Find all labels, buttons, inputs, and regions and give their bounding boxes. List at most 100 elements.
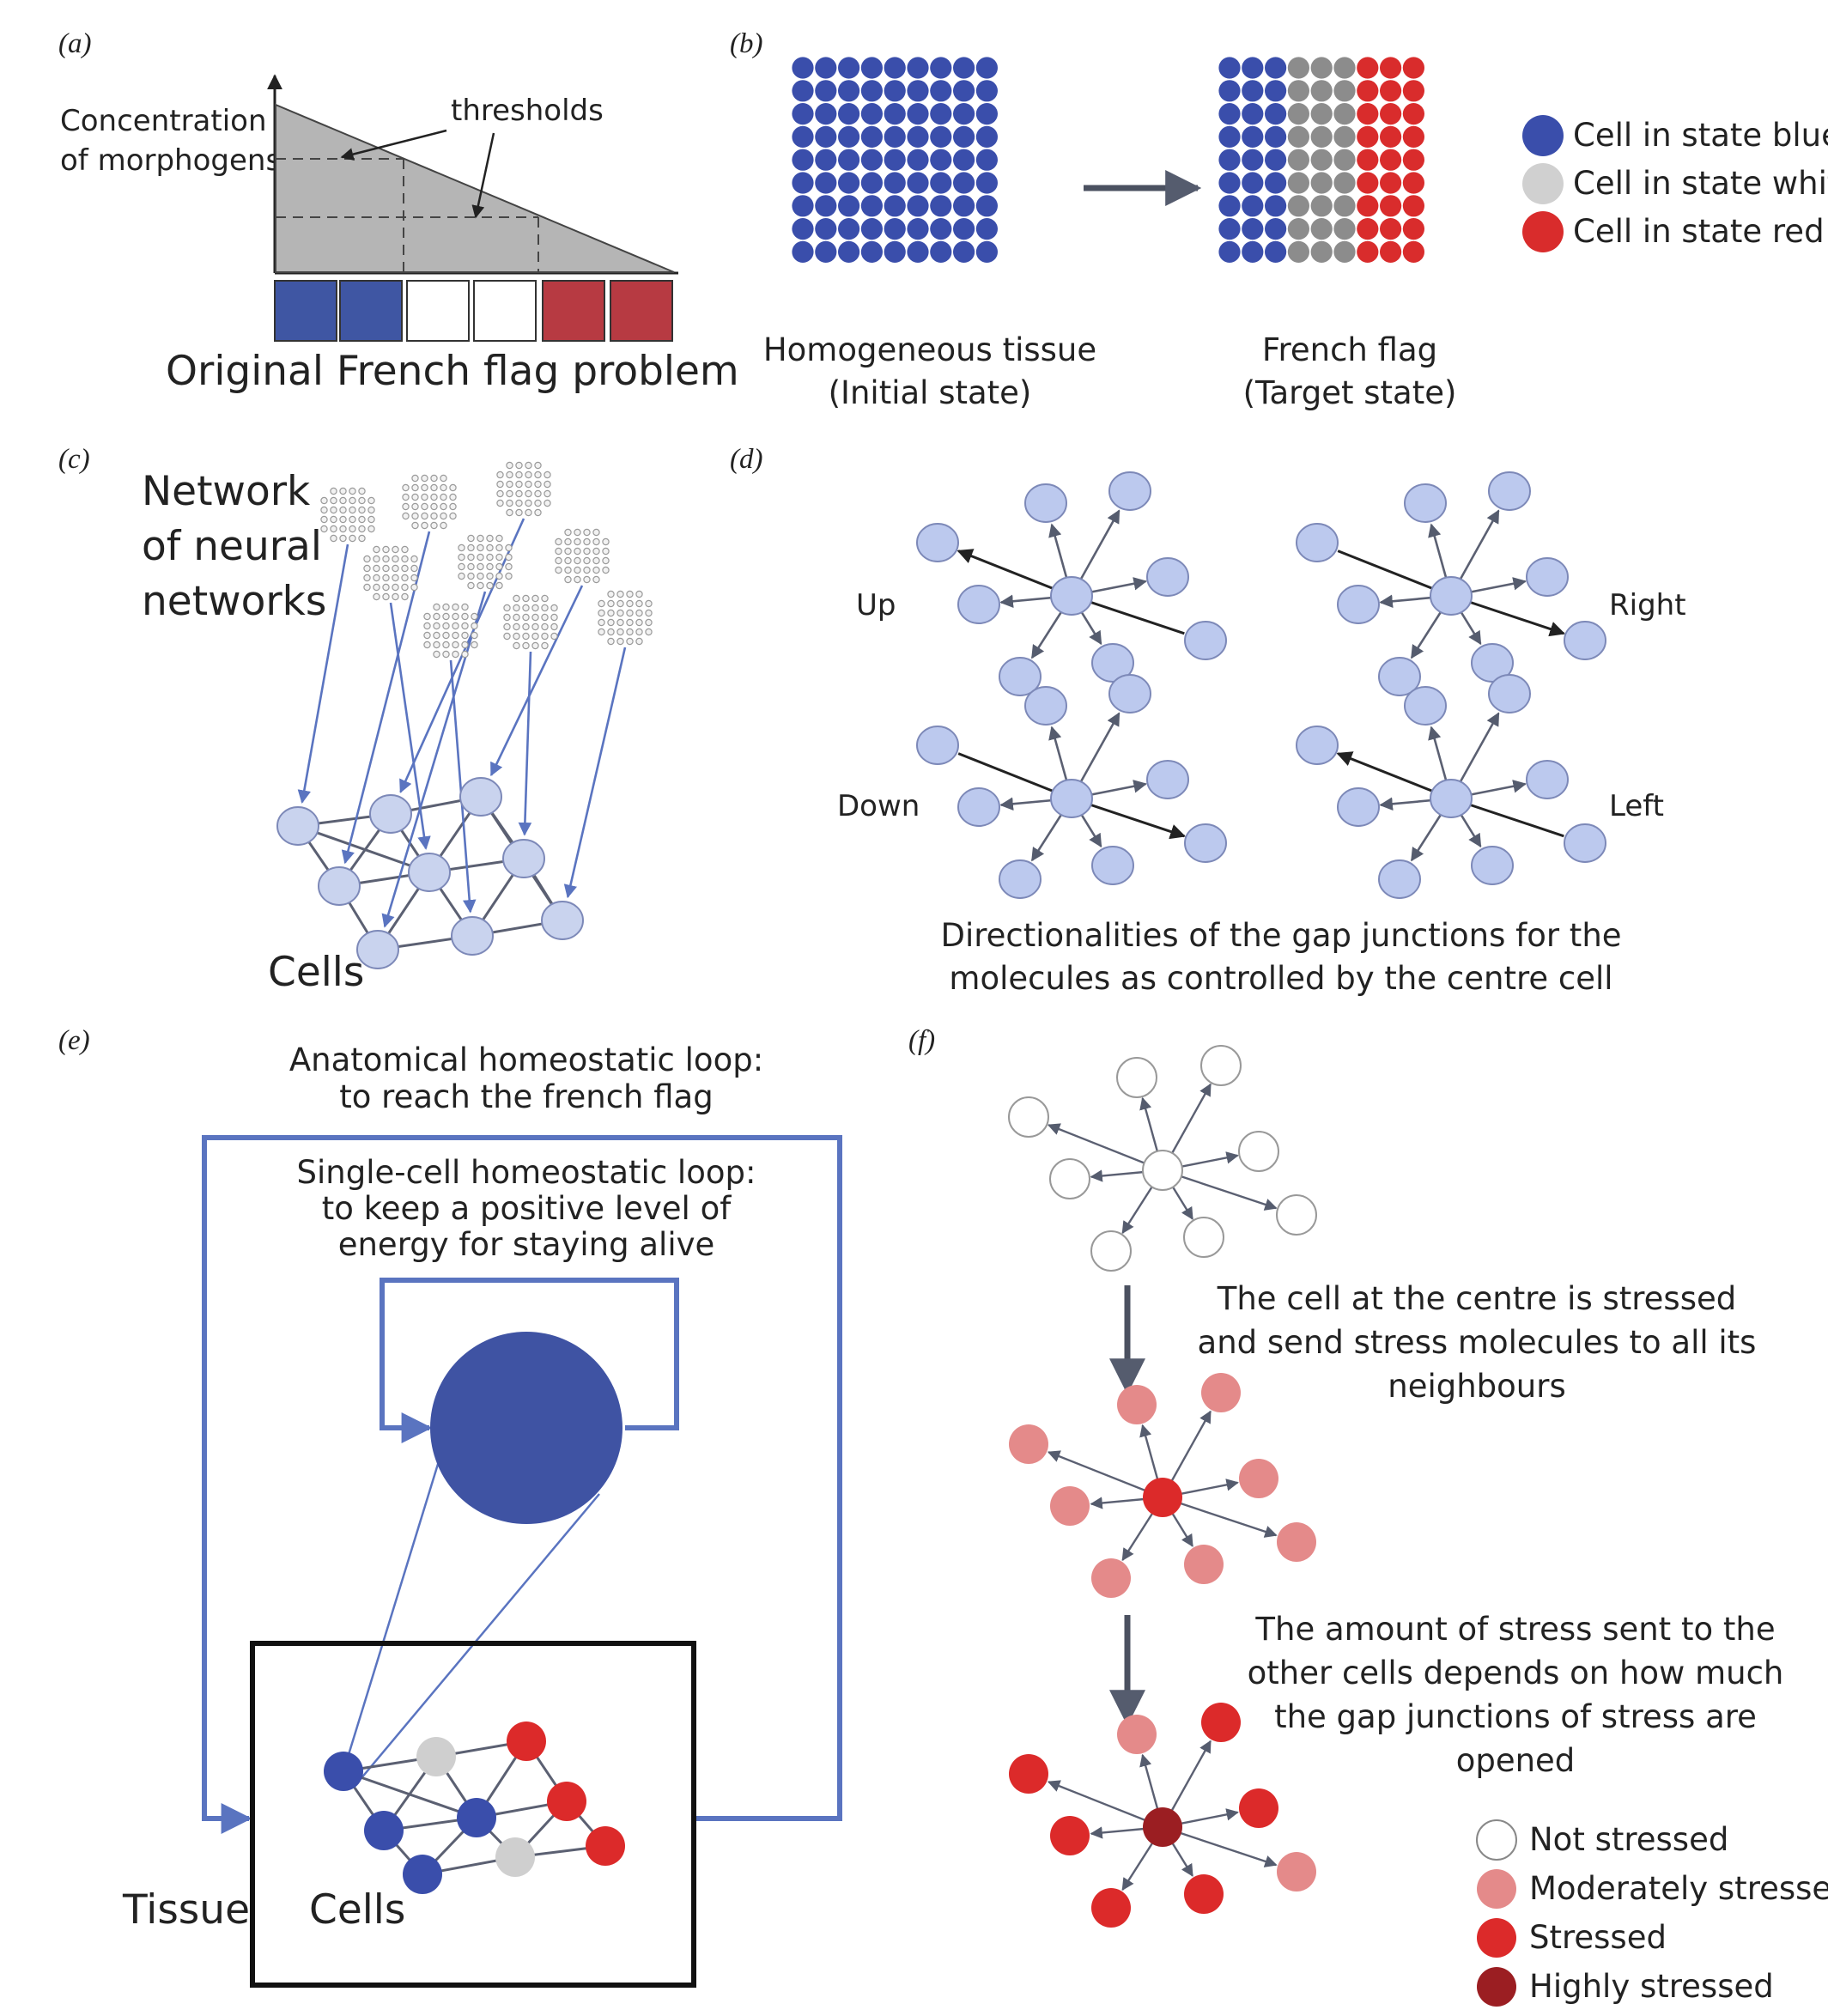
neuron <box>531 594 539 603</box>
neuron <box>555 547 562 556</box>
neuron <box>440 493 447 501</box>
flag-tissue-cell <box>1380 80 1402 102</box>
neuron <box>550 622 558 631</box>
neuron <box>339 515 347 524</box>
neuron <box>574 537 581 546</box>
neuron <box>339 496 347 505</box>
nn-title-line2: of neural <box>142 523 322 570</box>
threshold-pointer-1 <box>340 129 447 161</box>
legend-highly-stressed-swatch <box>1477 1967 1516 2007</box>
cell-node <box>318 866 361 906</box>
tissue-cell <box>838 172 860 194</box>
tissue-cell <box>838 240 860 263</box>
legend-stressed-label: Stressed <box>1529 1919 1667 1956</box>
neuron <box>367 506 375 514</box>
neuron <box>505 543 513 552</box>
neuron <box>626 609 634 617</box>
tissue-cell <box>953 240 975 263</box>
stress-text2-line3: the gap junctions of stress are <box>1274 1698 1757 1735</box>
neuron <box>358 487 366 495</box>
stress-centre-cell <box>1143 1807 1182 1847</box>
neuron <box>358 515 366 524</box>
tissue-cell-node <box>507 1721 546 1761</box>
flag-cell <box>339 280 403 342</box>
neuron <box>349 525 356 533</box>
tissue-cell <box>792 172 814 194</box>
legend-moderately-stressed-swatch <box>1477 1869 1516 1909</box>
neuron <box>505 572 513 580</box>
neuron <box>583 566 591 574</box>
flag-tissue-cell <box>1333 172 1356 194</box>
tissue-cell <box>907 195 929 217</box>
neuron <box>513 594 520 603</box>
neuron <box>430 512 438 520</box>
neuron <box>534 461 542 470</box>
controller-arrow <box>518 651 532 836</box>
single-cell-loop-line2: to keep a positive level of <box>322 1190 732 1227</box>
target-state-line1: French flag <box>1262 331 1437 368</box>
neuron <box>486 562 494 571</box>
neuron <box>401 574 409 582</box>
neuron <box>477 543 484 552</box>
neuron <box>550 632 558 641</box>
tissue-cell <box>860 240 883 263</box>
label-left: Left <box>1609 789 1664 823</box>
neighbour-cell <box>1146 760 1189 799</box>
neuron <box>496 499 504 507</box>
neighbour-cell <box>1108 471 1151 511</box>
tissue-cell <box>860 195 883 217</box>
neuron <box>503 622 511 631</box>
tissue-cell <box>953 149 975 171</box>
tissue-cells <box>324 1721 625 1894</box>
tissue-cell <box>838 218 860 240</box>
tissue-cell <box>884 103 906 125</box>
neuron <box>421 483 428 492</box>
cell-node <box>451 916 494 956</box>
anatomical-loop-line1: Anatomical homeostatic loop: <box>289 1041 763 1078</box>
stress-junction <box>1047 1450 1163 1499</box>
neural-network-icon <box>363 545 418 601</box>
neuron <box>495 534 503 543</box>
flag-tissue-cell <box>1265 149 1287 171</box>
neuron <box>421 521 428 530</box>
neighbour-cell <box>999 859 1042 899</box>
neuron <box>602 566 610 574</box>
legend-red-swatch <box>1522 211 1564 252</box>
neuron <box>430 502 438 511</box>
neuron <box>330 506 337 514</box>
stress-cell <box>1116 1057 1157 1098</box>
neuron <box>598 618 605 627</box>
neuron <box>440 502 447 511</box>
neuron <box>598 628 605 636</box>
neuron <box>486 581 494 590</box>
neuron <box>330 496 337 505</box>
neuron <box>410 555 418 563</box>
neighbour-cell <box>1184 823 1227 863</box>
neuron <box>607 599 615 608</box>
neuron <box>320 515 328 524</box>
neuron <box>461 603 469 611</box>
neuron <box>433 603 440 611</box>
tissue-cell-node <box>586 1826 625 1866</box>
stress-junction <box>1162 1825 1278 1867</box>
tissue-cell <box>975 125 998 148</box>
neuron <box>496 471 504 479</box>
cells-label-c: Cells <box>268 949 364 996</box>
zoom-line-right <box>360 1493 600 1780</box>
flag-tissue-cell <box>1333 80 1356 102</box>
stress-cell <box>1239 1788 1278 1828</box>
neuron <box>392 592 399 601</box>
neuron <box>461 612 469 621</box>
neuron <box>583 528 591 537</box>
neuron <box>363 574 371 582</box>
neuron <box>496 489 504 498</box>
tissue-label: Tissue <box>122 1886 250 1934</box>
neuron <box>495 572 503 580</box>
neuron <box>433 631 440 640</box>
neuron <box>513 613 520 622</box>
flag-tissue-cell <box>1242 103 1264 125</box>
stress-cell <box>1050 1816 1090 1855</box>
flag-cell <box>473 280 537 342</box>
gap-junction-star-up <box>916 471 1227 696</box>
neuron <box>635 618 643 627</box>
